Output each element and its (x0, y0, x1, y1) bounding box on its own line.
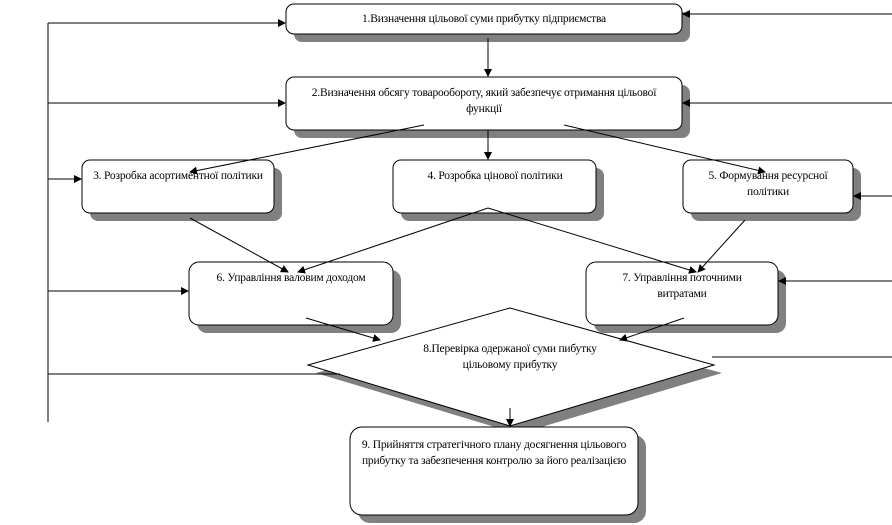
node-6-box (188, 261, 394, 326)
node-3-label: 3. Розробка асортиментної політики (93, 170, 263, 182)
node-9-box (349, 426, 639, 516)
node-9-label: 9. Прийняття стратегічного плану досягне… (361, 439, 627, 467)
node-7-label: 7. Управління поточними витратами (622, 272, 742, 300)
node-7-box (585, 261, 779, 326)
node-5-label: 5. Формування ресурсної політики (708, 170, 828, 198)
node-5-box (682, 159, 854, 214)
node-8-diamond (306, 307, 716, 427)
node-1-box (285, 3, 683, 35)
node-1-label: 1.Визначення цільової суми прибутку підп… (362, 13, 606, 25)
node-4-box (392, 159, 597, 214)
node-8-label: 8.Перевірка одержаної суми пибутку цільо… (423, 343, 597, 371)
node-4-label: 4. Розробка цінової політики (427, 170, 563, 182)
node-3-box (81, 159, 275, 214)
node-2-label: 2.Визначення обсягу товарообороту, який … (311, 87, 657, 115)
node-6-label: 6. Управління валовим доходом (216, 272, 366, 284)
connectors (47, 10, 892, 427)
